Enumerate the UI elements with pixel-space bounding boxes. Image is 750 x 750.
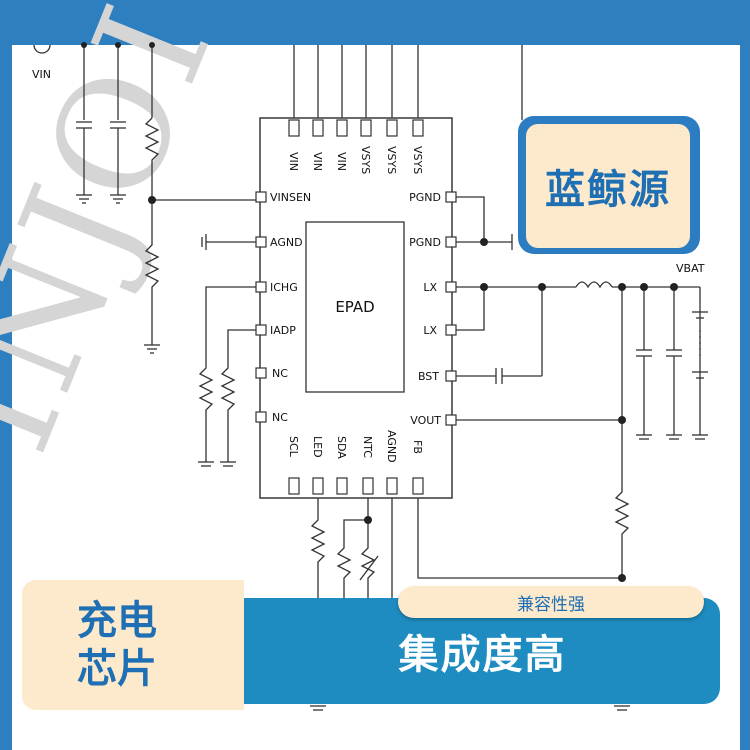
wiring: [33, 44, 708, 711]
product-name-line2: 芯片: [77, 646, 157, 692]
pin-label: PGND: [409, 236, 441, 249]
pin-label: NC: [272, 367, 288, 380]
pin-label: BST: [418, 370, 439, 383]
pin-label: NC: [272, 411, 288, 424]
pin-label: AGND: [385, 430, 398, 463]
pin-label: IADP: [270, 324, 296, 337]
pin-label: VOUT: [410, 414, 441, 427]
pin-label: SDA: [335, 436, 348, 459]
pin-label: LED: [311, 436, 324, 458]
pin-label: VSYS: [359, 146, 372, 174]
feature-tag-text: 兼容性强: [517, 594, 585, 615]
pin-label: VSYS: [411, 146, 424, 174]
pin-label: FB: [411, 440, 424, 454]
vin-net-label: VIN: [32, 68, 51, 81]
feature-tag-pill: 兼容性强: [398, 586, 704, 618]
pin-label: VIN: [335, 152, 348, 171]
epad-label: EPAD: [335, 298, 374, 316]
pin-label: LX: [423, 281, 437, 294]
brand-name: 蓝鲸源: [526, 124, 690, 248]
pin-labels: VIN VIN VIN VSYS VSYS VSYS VINSEN AGND I…: [270, 146, 441, 463]
pin-label: VIN: [287, 152, 300, 171]
pin-label: VINSEN: [270, 191, 311, 204]
pin-label: AGND: [270, 236, 303, 249]
product-name-line1: 充电: [77, 598, 157, 644]
epad-pad: [305, 221, 405, 393]
product-name-card: 充电 芯片: [22, 580, 244, 710]
junction-dots: [81, 42, 678, 582]
pin-label: LX: [423, 324, 437, 337]
vin-source-symbol: [33, 44, 51, 54]
feature-main-text: 集成度高: [398, 632, 567, 678]
pin-label: PGND: [409, 191, 441, 204]
pin-label: SCL: [287, 436, 300, 458]
pin-squares: [255, 119, 457, 495]
pin-label: ICHG: [270, 281, 298, 294]
pin-label: NTC: [361, 436, 374, 458]
pin-label: VIN: [311, 152, 324, 171]
vbat-net-label: VBAT: [676, 262, 705, 275]
pin-label: VSYS: [385, 146, 398, 174]
